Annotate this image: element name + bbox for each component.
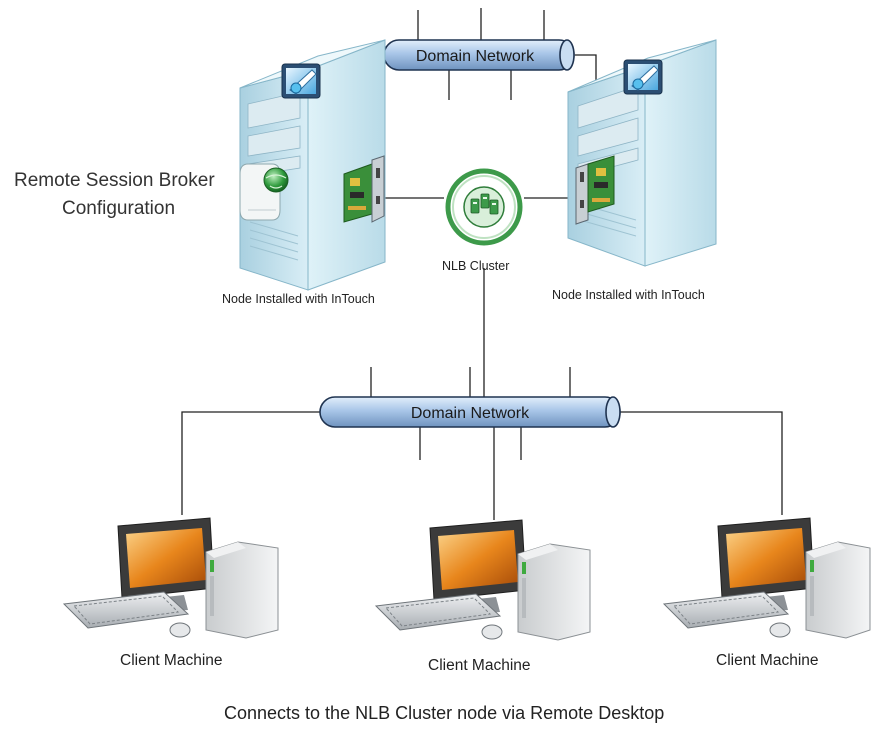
client-computer-left xyxy=(62,517,279,639)
client-computer-center xyxy=(374,519,591,641)
domain-network-label-top: Domain Network xyxy=(416,48,535,65)
node-label-left: Node Installed with InTouch xyxy=(222,292,375,306)
client-label-center: Client Machine xyxy=(428,657,531,674)
network-card-icon xyxy=(343,155,385,223)
remote-app-icon xyxy=(281,63,321,99)
client-computer-right xyxy=(662,517,871,639)
client-label-right: Client Machine xyxy=(716,652,819,669)
server-node-left xyxy=(239,39,386,291)
nlb-cluster-icon xyxy=(445,168,523,246)
nlb-cluster-label: NLB Cluster xyxy=(442,259,510,273)
remote-app-icon xyxy=(623,59,663,95)
footer-caption: Connects to the NLB Cluster node via Rem… xyxy=(224,703,665,723)
server-node-right xyxy=(567,39,717,267)
client-label-left: Client Machine xyxy=(120,652,223,669)
broker-label-line1: Remote Session Broker xyxy=(14,170,215,191)
domain-network-pipe-top: Domain Network xyxy=(383,39,575,71)
node-label-right: Node Installed with InTouch xyxy=(552,288,705,302)
network-card-icon xyxy=(575,155,615,225)
broker-label-line2: Configuration xyxy=(62,198,176,219)
client-computer-icon xyxy=(374,519,591,641)
domain-network-pipe-bottom: Domain Network xyxy=(319,396,621,428)
domain-network-label-bottom: Domain Network xyxy=(411,405,530,422)
globe-scroll-icon xyxy=(239,163,289,221)
client-computer-icon xyxy=(62,517,279,639)
client-computer-icon xyxy=(662,517,871,639)
